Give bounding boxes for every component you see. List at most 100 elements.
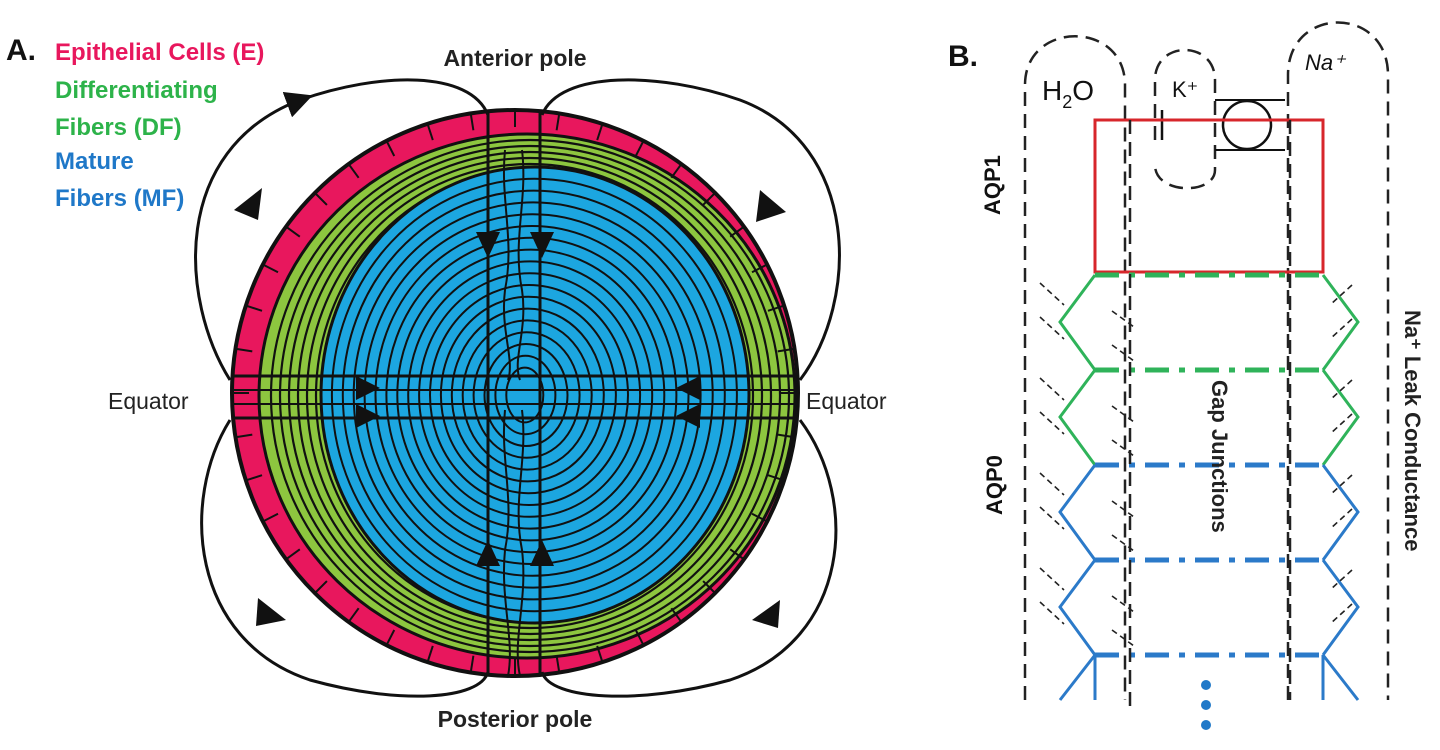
epithelial-cell-box: [1093, 118, 1325, 274]
continuation-dots: [1201, 680, 1211, 730]
epithelial-cell-divider: [634, 629, 645, 646]
fiber-cell-right-edge: [1321, 274, 1360, 371]
sodium-flux-arrow: [1329, 379, 1353, 401]
epithelial-cell-divider: [596, 123, 604, 141]
water-flux-arrow: [1039, 506, 1065, 530]
epithelial-cell-divider: [314, 192, 328, 206]
mature-ring: [494, 354, 557, 436]
epithelial-cell-divider: [426, 123, 434, 141]
legend-differentiating-1: Differentiating: [55, 77, 218, 104]
sodium-flux-arrow: [1329, 318, 1353, 340]
legend-mature-1: Mature: [55, 148, 134, 175]
epithelial-cell-divider: [262, 263, 279, 274]
dashed-current-paths: [1023, 21, 1390, 700]
mature-ring: [429, 284, 629, 506]
epithelial-cell-divider: [555, 113, 561, 131]
aqp1-label: AQP1: [980, 155, 1005, 215]
epithelial-cell-divider: [767, 474, 785, 482]
diff-ring: [305, 162, 755, 630]
epithelial-cell-divider: [702, 580, 716, 594]
fiber-cell-right-edge: [1321, 654, 1360, 701]
epithelial-cell-divider: [285, 548, 301, 561]
loop-top-left: [194, 78, 490, 381]
posterior-pole-label: Posterior pole: [438, 706, 593, 732]
legend-differentiating-2: Fibers (DF): [55, 114, 182, 141]
epithelial-cell-divider: [385, 629, 396, 646]
diff-ring: [296, 156, 764, 636]
epithelial-cell-divider: [634, 140, 645, 157]
epithelial-cell-divider: [729, 225, 745, 238]
epithelial-cell-divider: [729, 548, 745, 561]
mature-ring: [330, 177, 738, 613]
sodium-flux-arrow: [1329, 603, 1353, 625]
mature-ring: [461, 319, 593, 471]
fiber-cell-right-edge: [1321, 369, 1360, 466]
equatorial-channel: [232, 374, 798, 420]
sodium-flux-arrow: [1329, 413, 1353, 435]
mature-ring: [352, 201, 714, 589]
epithelial-cells: [232, 110, 798, 676]
water-flux-arrow: [1039, 316, 1065, 340]
h2o-label: H2O: [1042, 75, 1094, 112]
epithelial-cell-divider: [777, 347, 795, 353]
epithelial-cell-divider: [235, 433, 253, 439]
epithelial-cell-divider: [285, 225, 301, 238]
epithelial-cell-divider: [777, 433, 795, 439]
potassium-loop: [1153, 48, 1217, 190]
water-flux-arrow: [1111, 344, 1135, 362]
epithelial-cell-divider: [596, 645, 604, 663]
na-leak-conductance-label: Na⁺ Leak Conductance: [1400, 310, 1425, 551]
outer-loop-arrowheads: [234, 188, 786, 628]
loop-top-right: [540, 78, 841, 381]
epithelial-cell-divider: [702, 192, 716, 206]
mature-ring: [407, 260, 654, 530]
aqp0-label: AQP0: [982, 455, 1007, 515]
epithelial-cell-divider: [245, 474, 263, 482]
sodium-path-outer: [1286, 21, 1390, 700]
epithelial-cell-divider: [670, 163, 683, 179]
fiber-cell-left-edge: [1058, 274, 1097, 371]
mature-fiber-rings: [330, 177, 738, 613]
epithelial-cell-divider: [670, 607, 683, 623]
mature-ring: [483, 343, 569, 447]
loop-bottom-right: [540, 419, 838, 698]
water-flux-arrow: [1039, 567, 1065, 591]
mature-ring: [418, 272, 642, 518]
sodium-flux-arrow: [1329, 474, 1353, 496]
water-flux-arrow: [1039, 282, 1065, 306]
na-k-pump: [1221, 99, 1273, 151]
epithelial-cell-divider: [347, 163, 360, 179]
equator-right-label: Equator: [806, 388, 887, 414]
epithelial-cell-divider: [751, 263, 768, 274]
epithelial-cell-divider: [385, 140, 396, 157]
gap-junctions-label: Gap Junctions: [1207, 380, 1232, 533]
sodium-flux-arrow: [1329, 284, 1353, 306]
mature-ring: [439, 295, 617, 495]
epithelial-cell-divider: [426, 645, 434, 663]
inward-flow-arrowheads: [356, 232, 700, 566]
lens-body: [230, 108, 800, 678]
fiber-cell-left-edge: [1058, 559, 1097, 656]
fiber-cell-right-edge: [1321, 464, 1360, 561]
epithelial-cell-divider: [469, 113, 475, 131]
water-flux-arrow: [1039, 377, 1065, 401]
fiber-cell-left-edge: [1058, 654, 1097, 701]
epithelial-cell-divider: [751, 512, 768, 523]
epithelial-cell-divider: [469, 655, 475, 673]
water-path-outer: [1023, 35, 1127, 700]
na-plus-label: Na⁺: [1305, 50, 1347, 75]
epithelial-cell-divider: [767, 304, 785, 312]
epithelial-cell-divider: [347, 607, 360, 623]
epithelial-cell-divider: [235, 347, 253, 353]
mature-fiber-region: [319, 165, 751, 625]
mature-ring: [472, 331, 581, 459]
diff-ring: [269, 138, 791, 654]
sodium-flux-arrow: [1329, 569, 1353, 591]
panel-a-letter: A.: [6, 34, 36, 67]
diff-ring: [278, 144, 782, 648]
water-flux-arrow: [1111, 500, 1135, 518]
fiber-cell-column: [1039, 120, 1360, 710]
mature-ring: [341, 189, 726, 601]
polar-channel: [486, 112, 542, 676]
